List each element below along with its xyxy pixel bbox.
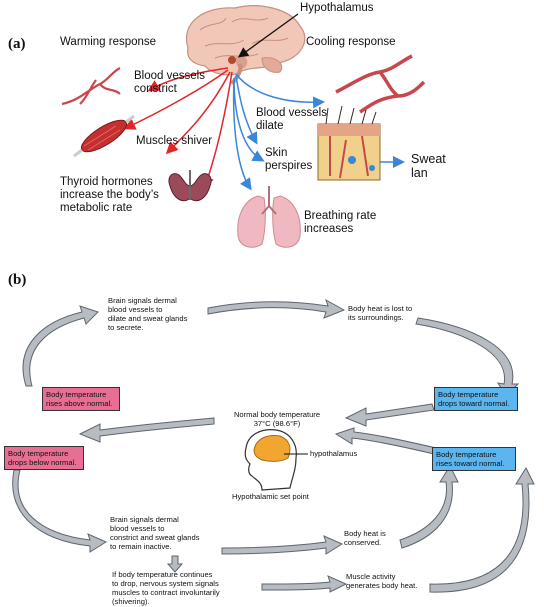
skin-illustration — [317, 105, 381, 181]
normal-temp-text: Normal body temperature 37°C (98.6°F) — [233, 410, 321, 429]
box-temp-drops-toward: Body temperature drops toward normal. — [434, 387, 518, 411]
set-point-label: Hypothalamic set point — [232, 492, 309, 501]
cooling-response-label: Cooling response — [306, 36, 396, 48]
panel-a-label: (a) — [8, 36, 26, 52]
warming-response-label: Warming response — [60, 36, 157, 48]
hypothalamus-label: Hypothalamus — [300, 2, 374, 14]
cooling-arrows — [232, 73, 405, 191]
brain-signals-dilate-text: Brain signals dermal blood vessels to di… — [108, 296, 188, 333]
muscles-shiver-label: Muscles shiver — [136, 135, 213, 147]
box-temp-rises-toward: Body temperature rises toward normal. — [432, 447, 516, 471]
lungs-illustration — [237, 186, 301, 248]
skin-perspires-label: Skin perspires — [265, 147, 313, 173]
muscle-illustration — [73, 114, 135, 158]
thyroid-illustration — [168, 170, 212, 202]
thyroid-label: Thyroid hormones increase the body’s met… — [60, 176, 159, 215]
heat-lost-text: Body heat is lost to its surroundings. — [348, 304, 413, 323]
warming-arrows — [123, 67, 233, 189]
vessels-constrict-label: Blood vessels constrict — [134, 70, 205, 96]
brain-signals-constrict-text: Brain signals dermal blood vessels to co… — [110, 515, 200, 552]
constricted-vessel-illustration — [61, 67, 121, 106]
brain-illustration — [185, 5, 306, 86]
box-temp-drops-below: Body temperature drops below normal. — [4, 446, 84, 470]
head-profile-icon — [244, 429, 308, 491]
heat-conserved-text: Body heat is conserved. — [344, 529, 386, 548]
shivering-text: If body temperature continues to drop, n… — [112, 570, 220, 607]
breathing-rate-label: Breathing rate increases — [304, 210, 377, 236]
dilated-vessel-illustration — [335, 54, 426, 114]
muscle-activity-text: Muscle activity generates body heat. — [346, 572, 418, 591]
hypothalamus-small-label: hypothalamus — [310, 449, 358, 458]
panel-b-label: (b) — [8, 272, 27, 288]
box-temp-rises-above: Body temperature rises above normal. — [42, 387, 120, 411]
vessels-dilate-label: Blood vessels dilate — [256, 107, 327, 133]
hypothalamus-pointer — [237, 13, 299, 58]
sweat-gland-label: Sweat lan — [411, 152, 446, 181]
